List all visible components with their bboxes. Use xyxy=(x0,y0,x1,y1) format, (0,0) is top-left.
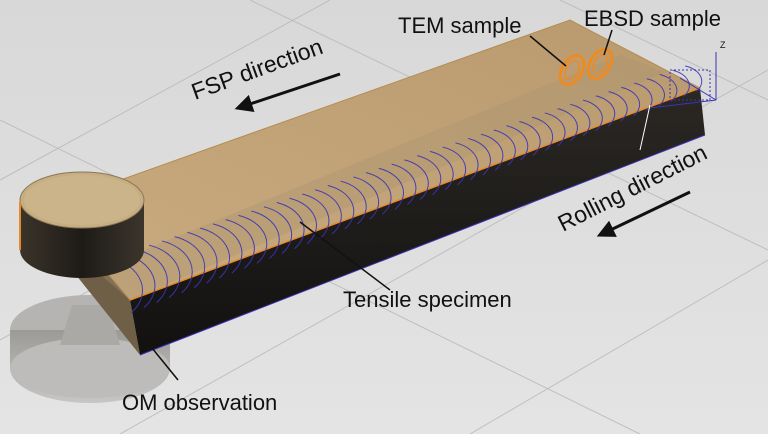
fsp-tool xyxy=(19,171,145,278)
weld-ring-arc xyxy=(429,150,454,191)
coordinate-axes xyxy=(639,52,717,151)
weld-ring-arc xyxy=(238,214,268,264)
weld-ring-arc xyxy=(251,210,280,259)
weld-ring-arc xyxy=(646,78,665,107)
weld-ring-arc xyxy=(314,189,342,235)
rolling-direction-arrow xyxy=(596,190,691,237)
leader-lines xyxy=(151,29,613,381)
weld-ring-arc xyxy=(302,193,330,240)
weld-ring-arc xyxy=(442,146,467,186)
weld-ring-arc xyxy=(570,103,591,137)
weld-ring-arc xyxy=(378,167,404,210)
weld-ring-arc xyxy=(187,231,218,284)
weld-onion-rings xyxy=(110,65,703,313)
ebsd-sample-shape xyxy=(586,47,614,81)
weld-ring-arc xyxy=(225,219,255,269)
tem-sample-shape xyxy=(558,53,586,87)
plate-side-face xyxy=(130,88,705,355)
weld-ring-arc xyxy=(365,172,392,215)
weld-ring-arc xyxy=(455,142,479,181)
weld-ring-arc xyxy=(212,223,243,274)
weld-ring-arc xyxy=(327,184,355,230)
weld-ring-arc xyxy=(659,74,678,102)
weld-ring-arc xyxy=(519,120,541,156)
weld-ring-arc xyxy=(200,227,230,279)
fsp-direction-arrow xyxy=(234,72,341,112)
om-observation-label: OM observation xyxy=(122,390,277,415)
weld-ring-arc xyxy=(582,99,603,132)
weld-ring-arc xyxy=(417,155,442,196)
weld-ring-arc xyxy=(544,112,566,146)
weld-ring-arc xyxy=(685,65,703,92)
weld-ring-arc xyxy=(148,244,181,299)
weld-ring-arc xyxy=(672,69,690,97)
weld-ring-arc xyxy=(480,133,504,171)
weld-ring-arc xyxy=(621,86,641,117)
weld-ring-arc xyxy=(506,125,529,161)
weld-ring-arc xyxy=(468,138,491,176)
weld-ring-arc xyxy=(161,240,193,294)
weld-ring-arc xyxy=(263,206,293,254)
weld-ring-arc xyxy=(531,116,554,151)
weld-ring-arc xyxy=(557,108,578,142)
weld-ring-arc xyxy=(289,197,317,245)
weld-ring-arc xyxy=(595,95,616,127)
tensile-specimen-label: Tensile specimen xyxy=(343,287,512,312)
tool-shadow xyxy=(10,295,170,403)
weld-ring-arc xyxy=(353,176,380,220)
weld-ring-arc xyxy=(493,129,516,166)
weld-ring-arc xyxy=(391,163,417,205)
weld-ring-arc xyxy=(174,236,206,289)
weld-ring-arc xyxy=(340,180,367,225)
ebsd-sample-label: EBSD sample xyxy=(584,6,721,31)
tem-sample-label: TEM sample xyxy=(398,13,521,38)
weld-ring-arc xyxy=(276,202,305,249)
weld-ring-arc xyxy=(404,159,429,200)
weld-ring-arc xyxy=(136,248,168,303)
weld-ring-arc xyxy=(608,91,628,122)
z-axis-label: Z xyxy=(720,40,726,50)
